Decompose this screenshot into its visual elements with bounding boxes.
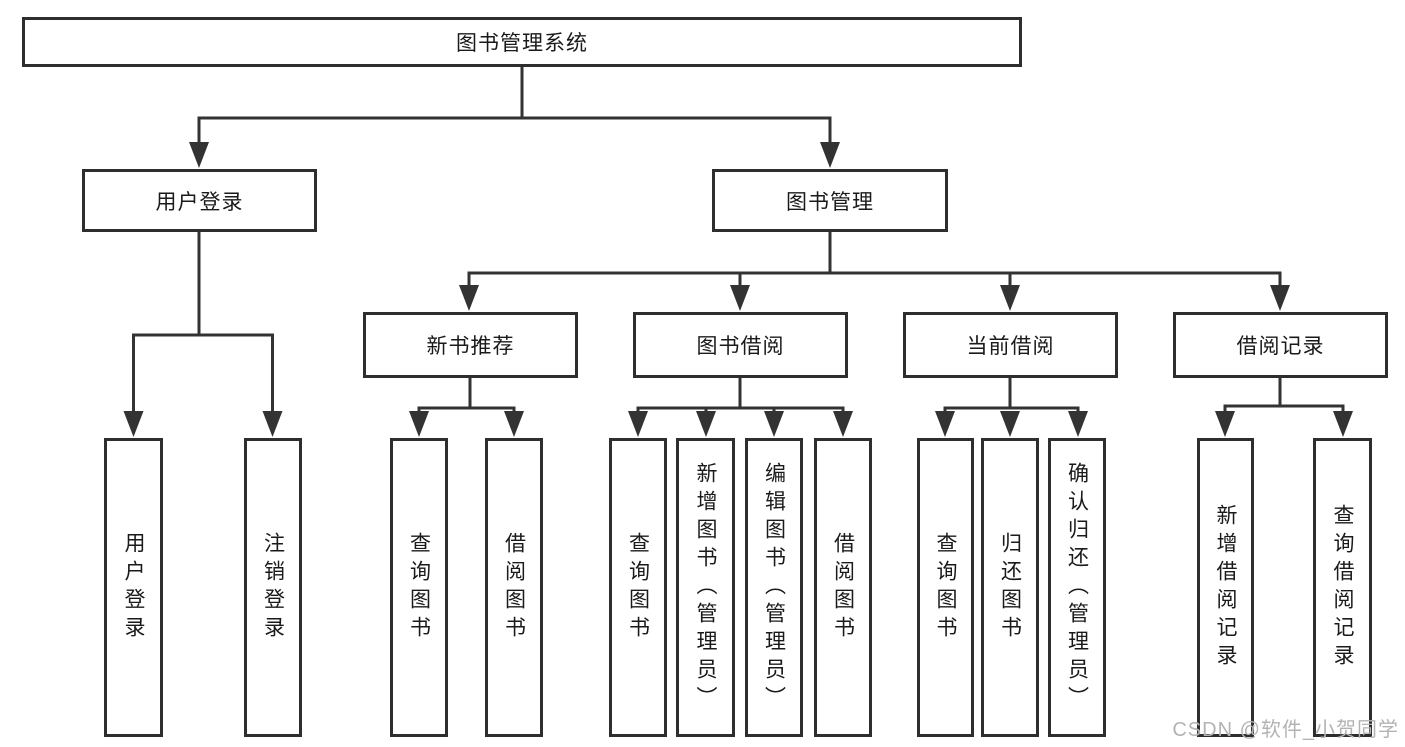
leaf-user-login: 用户登录 [104, 438, 163, 737]
node-library-management-system: 图书管理系统 [22, 17, 1022, 67]
leaf-add-book-admin: 新增图书（管理员） [676, 438, 735, 737]
leaf-logout: 注销登录 [244, 438, 302, 737]
node-borrow-records: 借阅记录 [1173, 312, 1388, 378]
node-current-borrow: 当前借阅 [903, 312, 1118, 378]
node-book-management: 图书管理 [712, 169, 948, 232]
leaf-query-books-current: 查询图书 [917, 438, 974, 737]
leaf-query-borrow-record: 查询借阅记录 [1313, 438, 1372, 737]
leaf-return-books: 归还图书 [981, 438, 1039, 737]
leaf-confirm-return-admin: 确认归还（管理员） [1048, 438, 1106, 737]
leaf-add-borrow-record: 新增借阅记录 [1197, 438, 1254, 737]
node-user-login: 用户登录 [82, 169, 317, 232]
node-book-borrow: 图书借阅 [633, 312, 848, 378]
leaf-query-books-recommend: 查询图书 [390, 438, 448, 737]
leaf-borrow-books: 借阅图书 [814, 438, 872, 737]
leaf-borrow-books-recommend: 借阅图书 [485, 438, 543, 737]
csdn-watermark: CSDN @软件_小贺同学 [1172, 719, 1399, 741]
leaf-query-books-borrow: 查询图书 [609, 438, 667, 737]
leaf-edit-book-admin: 编辑图书（管理员） [745, 438, 803, 737]
node-new-book-recommend: 新书推荐 [363, 312, 578, 378]
